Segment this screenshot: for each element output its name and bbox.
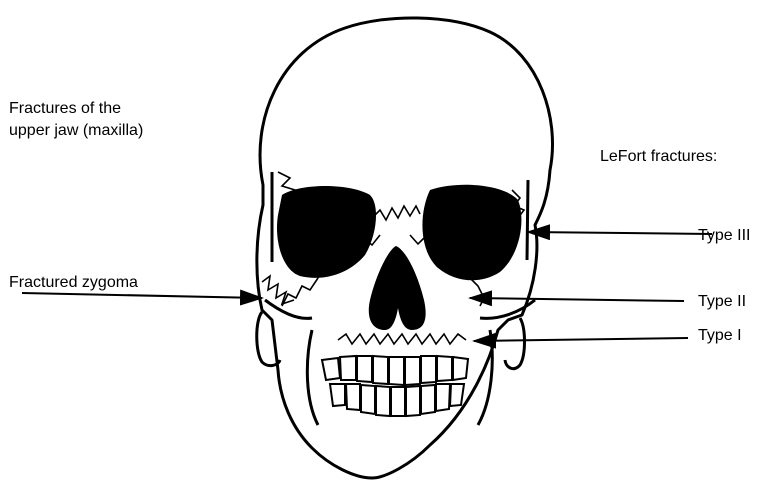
fracture-type-i xyxy=(338,334,466,344)
left-orbit xyxy=(277,186,376,278)
arrow-left-icon xyxy=(22,293,262,298)
upper-teeth xyxy=(322,356,468,385)
arrow-left-icon xyxy=(528,232,712,234)
type-i-label: Type I xyxy=(698,327,742,344)
fracture-type-iii-bridge xyxy=(372,206,420,220)
fracture-type-ii-low-right xyxy=(470,278,484,306)
right-temple-line xyxy=(527,180,528,260)
left-cheek xyxy=(265,300,312,318)
type-ii-label: Type II xyxy=(698,293,746,310)
nasal-cavity xyxy=(369,246,426,330)
arrow-left-icon xyxy=(474,338,688,341)
right-orbit xyxy=(422,185,521,280)
jaw-heading-line2: upper jaw (maxilla) xyxy=(9,122,143,139)
zygoma-label: Fractured zygoma xyxy=(9,274,138,291)
lower-teeth xyxy=(330,384,464,416)
lefort-heading: LeFort fractures: xyxy=(600,148,717,165)
right-ear xyxy=(505,318,525,369)
left-jaw xyxy=(307,330,318,425)
jaw-heading-line1: Fractures of the xyxy=(9,100,121,117)
type-iii-label: Type III xyxy=(698,227,750,244)
arrow-left-icon xyxy=(470,298,684,301)
